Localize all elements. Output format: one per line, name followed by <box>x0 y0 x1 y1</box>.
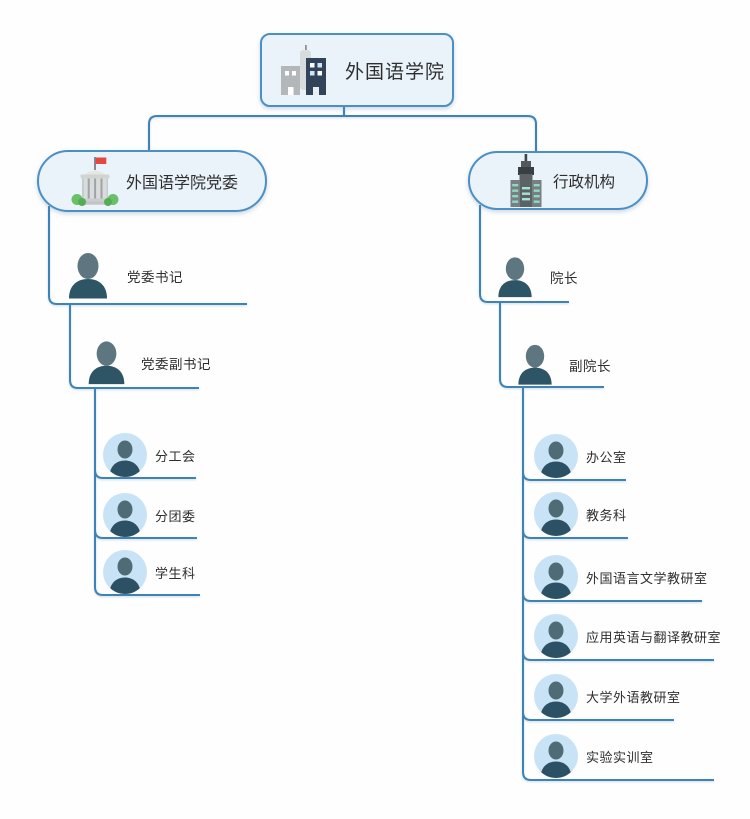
vice-dean-label: 副院长 <box>569 358 611 374</box>
person-avatar-icon <box>534 492 578 536</box>
admin-dept-label: 实验实训室 <box>586 749 654 765</box>
admin-label: 行政机构 <box>553 173 616 191</box>
root-node[interactable]: 外国语学院 <box>260 33 454 107</box>
person-icon <box>88 341 125 385</box>
person-avatar-icon <box>103 493 147 537</box>
person-icon <box>69 253 107 299</box>
party-committee-node[interactable]: 外国语学院党委 <box>37 150 267 212</box>
party-dept-label: 分工会 <box>155 448 196 464</box>
admin-dept-label: 应用英语与翻译教研室 <box>586 629 722 645</box>
party-dept-label: 分团委 <box>155 508 196 524</box>
admin-dept-node[interactable]: 教务科 <box>534 492 627 536</box>
party-secretary-node[interactable]: 党委书记 <box>64 252 183 299</box>
admin-node[interactable]: 行政机构 <box>468 151 648 210</box>
city-buildings-icon <box>281 45 326 95</box>
party-dept-node[interactable]: 分团委 <box>103 493 196 537</box>
government-building-icon <box>71 157 119 206</box>
person-avatar-icon <box>534 614 578 658</box>
party-committee-label: 外国语学院党委 <box>126 175 239 192</box>
root-label: 外国语学院 <box>345 61 446 83</box>
admin-dept-label: 外国语言文学教研室 <box>586 570 708 586</box>
person-avatar-icon <box>534 674 578 718</box>
person-avatar-icon <box>534 555 578 599</box>
person-avatar-icon <box>534 734 578 778</box>
deputy-party-secretary-label: 党委副书记 <box>141 356 211 372</box>
admin-dept-label: 大学外语教研室 <box>586 689 681 705</box>
party-dept-label: 学生科 <box>155 565 196 581</box>
person-avatar-icon <box>103 433 147 477</box>
person-avatar-icon <box>103 550 147 594</box>
admin-dept-node[interactable]: 外国语言文学教研室 <box>534 555 708 599</box>
dean-node[interactable]: 院长 <box>494 254 578 300</box>
admin-dept-node[interactable]: 办公室 <box>534 434 627 478</box>
admin-dept-node[interactable]: 应用英语与翻译教研室 <box>534 614 721 658</box>
party-secretary-label: 党委书记 <box>127 269 183 285</box>
office-tower-icon <box>510 154 542 207</box>
admin-dept-label: 教务科 <box>586 507 627 523</box>
admin-dept-node[interactable]: 大学外语教研室 <box>534 674 681 718</box>
vice-dean-node[interactable]: 副院长 <box>514 342 611 387</box>
admin-dept-node[interactable]: 实验实训室 <box>534 734 654 778</box>
deputy-party-secretary-node[interactable]: 党委副书记 <box>84 340 211 385</box>
dean-label: 院长 <box>550 271 578 286</box>
admin-dept-label: 办公室 <box>586 449 627 465</box>
person-avatar-icon <box>534 434 578 478</box>
party-dept-node[interactable]: 学生科 <box>103 550 196 594</box>
person-icon <box>518 344 552 385</box>
party-dept-node[interactable]: 分工会 <box>103 433 196 477</box>
person-icon <box>498 257 532 298</box>
